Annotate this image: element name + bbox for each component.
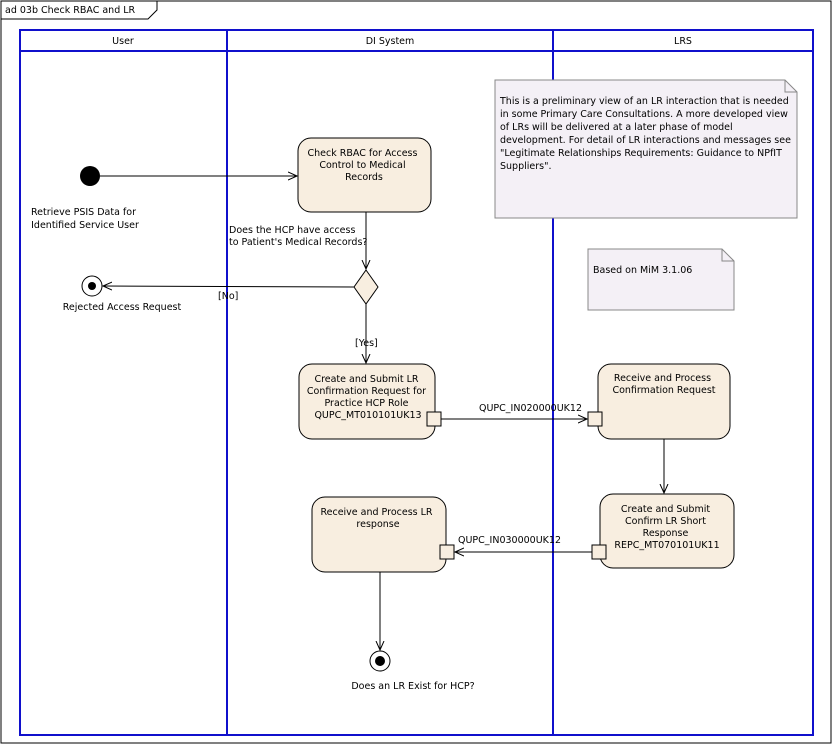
action-receive-confirmation-label: Receive and Process Confirmation Request [612, 373, 715, 396]
flow-response-label: QUPC_IN030000UK12 [458, 535, 561, 546]
action-create-short-response-label: Create and Submit Confirm LR Short Respo… [614, 504, 719, 551]
action-check-rbac-label: Check RBAC for Access Control to Medical… [308, 148, 421, 183]
initial-node-label: Retrieve PSIS Data for Identified Servic… [31, 207, 139, 231]
lane-user-title: User [112, 36, 134, 47]
action-create-submit-lr-label: Create and Submit LR Confirmation Reques… [307, 374, 429, 421]
note-preliminary-text: This is a preliminary view of an LR inte… [499, 96, 794, 172]
final-node-lr-exists-dot [375, 656, 385, 666]
flow-decision-no [103, 286, 355, 287]
swimlane-border [19, 29, 814, 736]
initial-node [80, 166, 100, 186]
guard-no: [No] [218, 291, 238, 302]
decision-question: Does the HCP have access to Patient's Me… [229, 225, 367, 248]
action-create-short-response [599, 493, 735, 569]
input-pin-response [439, 544, 455, 560]
final-lr-exists-label: Does an LR Exist for HCP? [351, 681, 474, 692]
final-rejected-label: Rejected Access Request [63, 302, 182, 313]
frame-title: ad 03b Check RBAC and LR [5, 5, 136, 16]
final-node-rejected-dot [88, 282, 96, 290]
action-check-rbac [297, 137, 432, 213]
flow-request-label: QUPC_IN020000UK12 [479, 403, 582, 414]
note-mim-text: Based on MiM 3.1.06 [593, 265, 692, 276]
note-preliminary-fold [784, 80, 797, 93]
frame-title-tab [1, 1, 158, 20]
lane-di-title: DI System [366, 36, 415, 47]
note-preliminary [494, 79, 798, 219]
lane-lrs-title: LRS [674, 36, 692, 47]
input-pin-request [587, 411, 603, 427]
action-receive-lr-response [311, 496, 447, 573]
output-pin-response [591, 544, 607, 560]
note-mim-fold [721, 249, 734, 262]
action-create-submit-lr [298, 363, 436, 440]
output-pin-request [426, 411, 442, 427]
note-mim [587, 248, 735, 311]
action-receive-lr-response-label: Receive and Process LR response [320, 507, 435, 530]
